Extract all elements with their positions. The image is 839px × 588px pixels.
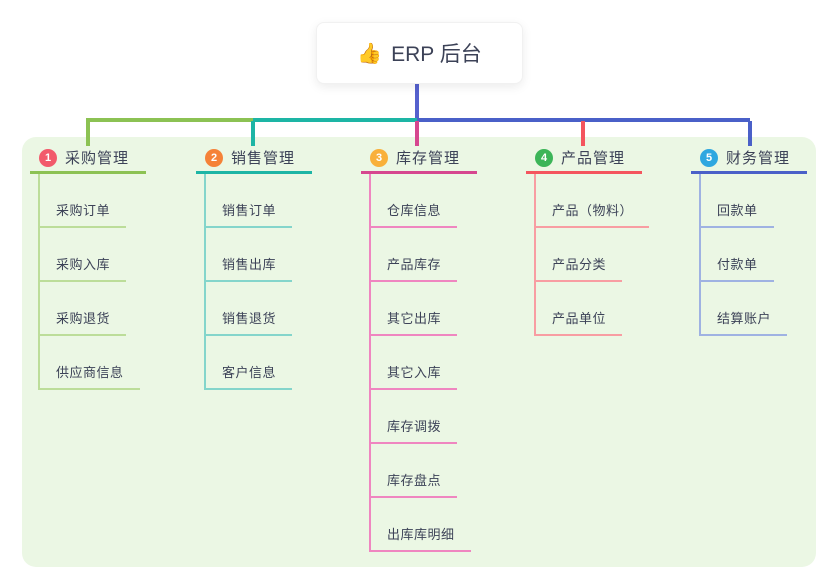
node-other-inbound[interactable]: 其它入库: [369, 362, 458, 390]
branch-finance-title: 财务管理: [726, 150, 791, 167]
connector-drop-inventory: [415, 121, 419, 146]
branch-product-header[interactable]: 4 产品管理: [526, 146, 642, 174]
mindmap-board-background: [22, 137, 816, 567]
branch-product: 4 产品管理 产品（物料） 产品分类 产品单位: [526, 146, 656, 336]
node-stock-transfer[interactable]: 库存调拨: [369, 416, 458, 444]
node-customer-info[interactable]: 客户信息: [204, 362, 293, 390]
branch-inventory-header[interactable]: 3 库存管理: [361, 146, 477, 174]
connector-segment-finance: [417, 118, 750, 122]
node-sales-outbound[interactable]: 销售出库: [204, 254, 293, 282]
branch-purchase-title: 采购管理: [65, 150, 130, 167]
root-connector-line: [415, 84, 419, 121]
node-purchase-inbound[interactable]: 采购入库: [38, 254, 127, 282]
connector-segment-purchase: [86, 118, 253, 122]
branch-sales: 2 销售管理 销售订单 销售出库 销售退货 客户信息: [196, 146, 326, 390]
branch-product-title: 产品管理: [561, 150, 626, 167]
connector-drop-finance: [748, 121, 752, 146]
branch-sales-children: 销售订单 销售出库 销售退货 客户信息: [204, 174, 326, 390]
node-payment-order[interactable]: 付款单: [699, 254, 774, 282]
connector-drop-product: [581, 121, 585, 146]
branch-sales-title: 销售管理: [231, 150, 296, 167]
node-product-material[interactable]: 产品（物料）: [534, 200, 650, 228]
branch-purchase-children: 采购订单 采购入库 采购退货 供应商信息: [38, 174, 160, 390]
connector-segment-sales: [253, 118, 417, 122]
node-sales-return[interactable]: 销售退货: [204, 308, 293, 336]
node-receipt-order[interactable]: 回款单: [699, 200, 774, 228]
branch-inventory-child-line: [369, 174, 371, 552]
node-settlement-account[interactable]: 结算账户: [699, 308, 788, 336]
node-product-unit[interactable]: 产品单位: [534, 308, 623, 336]
thumbs-up-icon: 👍: [357, 42, 383, 65]
branch-inventory-children: 仓库信息 产品库存 其它出库 其它入库 库存调拨 库存盘点 出库库明细: [369, 174, 491, 552]
branch-product-children: 产品（物料） 产品分类 产品单位: [534, 174, 656, 336]
node-purchase-return[interactable]: 采购退货: [38, 308, 127, 336]
branch-sales-child-line: [204, 174, 206, 390]
node-outbound-detail[interactable]: 出库库明细: [369, 524, 471, 552]
branch-inventory-title: 库存管理: [396, 150, 461, 167]
badge-2-icon: 2: [205, 148, 223, 167]
branch-purchase: 1 采购管理 采购订单 采购入库 采购退货 供应商信息: [30, 146, 160, 390]
branch-sales-header[interactable]: 2 销售管理: [196, 146, 312, 174]
connector-drop-purchase: [86, 121, 90, 146]
node-purchase-order[interactable]: 采购订单: [38, 200, 127, 228]
branch-inventory: 3 库存管理 仓库信息 产品库存 其它出库 其它入库 库存调拨 库存盘点 出库库…: [361, 146, 491, 552]
node-warehouse-info[interactable]: 仓库信息: [369, 200, 458, 228]
badge-5-icon: 5: [700, 148, 718, 167]
connector-drop-sales: [251, 121, 255, 146]
branch-finance: 5 财务管理 回款单 付款单 结算账户: [691, 146, 821, 336]
badge-3-icon: 3: [370, 148, 388, 167]
branch-purchase-child-line: [38, 174, 40, 390]
branch-finance-child-line: [699, 174, 701, 336]
node-stock-count[interactable]: 库存盘点: [369, 470, 458, 498]
root-node[interactable]: 👍 ERP 后台: [316, 22, 523, 84]
branch-finance-header[interactable]: 5 财务管理: [691, 146, 807, 174]
node-product-category[interactable]: 产品分类: [534, 254, 623, 282]
branch-purchase-header[interactable]: 1 采购管理: [30, 146, 146, 174]
node-supplier-info[interactable]: 供应商信息: [38, 362, 140, 390]
branch-product-child-line: [534, 174, 536, 336]
node-sales-order[interactable]: 销售订单: [204, 200, 293, 228]
badge-4-icon: 4: [535, 148, 553, 167]
node-other-outbound[interactable]: 其它出库: [369, 308, 458, 336]
badge-1-icon: 1: [39, 148, 57, 167]
branch-finance-children: 回款单 付款单 结算账户: [699, 174, 821, 336]
node-product-stock[interactable]: 产品库存: [369, 254, 458, 282]
root-node-title: ERP 后台: [391, 43, 482, 66]
